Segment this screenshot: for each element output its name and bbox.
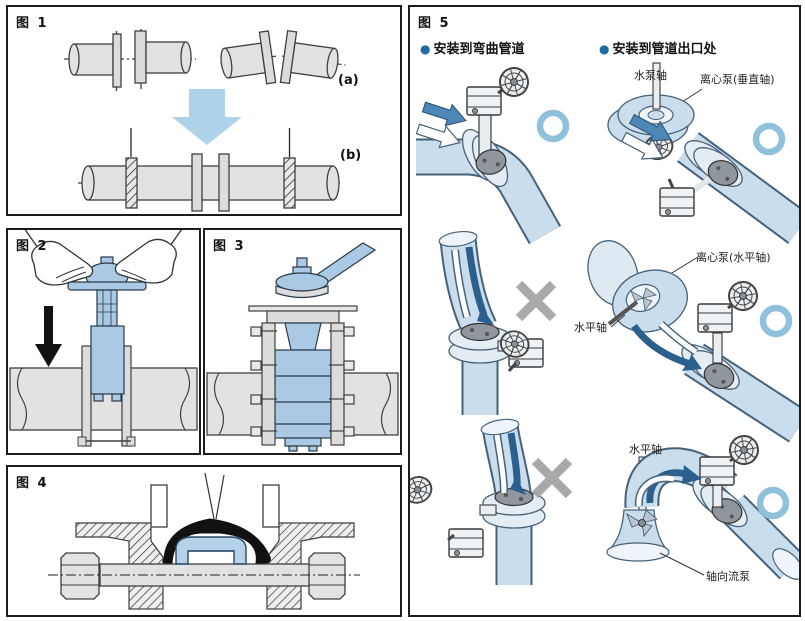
aligned-pipe-pair xyxy=(64,29,196,91)
label-centrifugal-vertical: 离心泵(垂直轴) xyxy=(700,73,775,86)
figure-5-panel: 图 5 ●安装到弯曲管道 ●安装到管道出口处 水泵轴 离心泵(垂直轴) 离心泵(… xyxy=(408,5,801,617)
label-centrifugal-horizontal: 离心泵(水平轴) xyxy=(696,251,771,264)
diagram-bend-below-incorrect xyxy=(438,230,553,415)
bullet-icon: ● xyxy=(420,42,431,56)
lever-handle xyxy=(275,242,377,299)
down-arrow-icon xyxy=(172,89,242,145)
figure-4-panel: 图 4 xyxy=(6,465,402,617)
label-pump-shaft: 水泵轴 xyxy=(634,69,667,82)
diagram-bend-horizontal-correct xyxy=(414,61,566,245)
correct-mark-icon xyxy=(756,126,782,152)
diagram-bend-below-left-incorrect xyxy=(410,418,569,585)
diagram-axial-pump-correct xyxy=(606,429,799,580)
figure-2-diagram xyxy=(9,230,198,447)
correct-mark-icon xyxy=(540,113,566,139)
incorrect-mark-icon xyxy=(535,461,569,495)
figure-1-diagram xyxy=(64,29,346,212)
label-horizontal-axis-row2: 水平轴 xyxy=(574,321,607,334)
flange-plates xyxy=(77,345,136,447)
header-install-pipe-outlet: ●安装到管道出口处 xyxy=(599,42,717,57)
figure-1-annotation-b: (b) xyxy=(340,148,362,163)
diagram-centrifugal-horizontal-correct xyxy=(587,240,799,443)
insert-arrow-icon xyxy=(35,306,62,367)
figure-1-panel: 图 1 (a) (b) xyxy=(6,5,402,216)
bolts xyxy=(250,326,355,437)
label-horizontal-axis-row3: 水平轴 xyxy=(629,443,662,456)
bullet-icon: ● xyxy=(599,42,610,56)
figure-5-diagrams xyxy=(410,61,799,585)
figure-4-diagram xyxy=(48,472,360,610)
label-axial-pump: 轴向流泵 xyxy=(706,570,750,583)
figure-2-panel: 图 2 xyxy=(6,228,201,455)
studs xyxy=(150,484,280,528)
seal-and-seat xyxy=(162,472,271,565)
figure-3-label: 图 3 xyxy=(213,239,246,254)
hands xyxy=(24,230,182,286)
diagram-centrifugal-vertical-correct xyxy=(607,62,799,244)
bolt xyxy=(48,552,360,600)
butterfly-valve xyxy=(274,322,332,452)
figure-4-label: 图 4 xyxy=(16,476,49,491)
header-install-curved-pipe: ●安装到弯曲管道 xyxy=(420,42,525,57)
figure-5-label: 图 5 xyxy=(418,16,451,31)
figure-3-panel: 图 3 xyxy=(203,228,402,455)
bolted-flanges xyxy=(250,322,355,446)
figure-3-diagram xyxy=(206,242,399,452)
aligned-long-pipe xyxy=(78,128,342,212)
correct-mark-icon xyxy=(760,490,786,516)
figure-1-label: 图 1 xyxy=(16,16,49,31)
mounting-plates xyxy=(248,305,358,324)
incorrect-mark-icon xyxy=(519,284,553,318)
figure-1-annotation-a: (a) xyxy=(338,73,359,88)
figure-2-label: 图 2 xyxy=(16,239,49,254)
correct-mark-icon xyxy=(763,308,789,334)
misaligned-pipe-pair xyxy=(220,29,346,85)
